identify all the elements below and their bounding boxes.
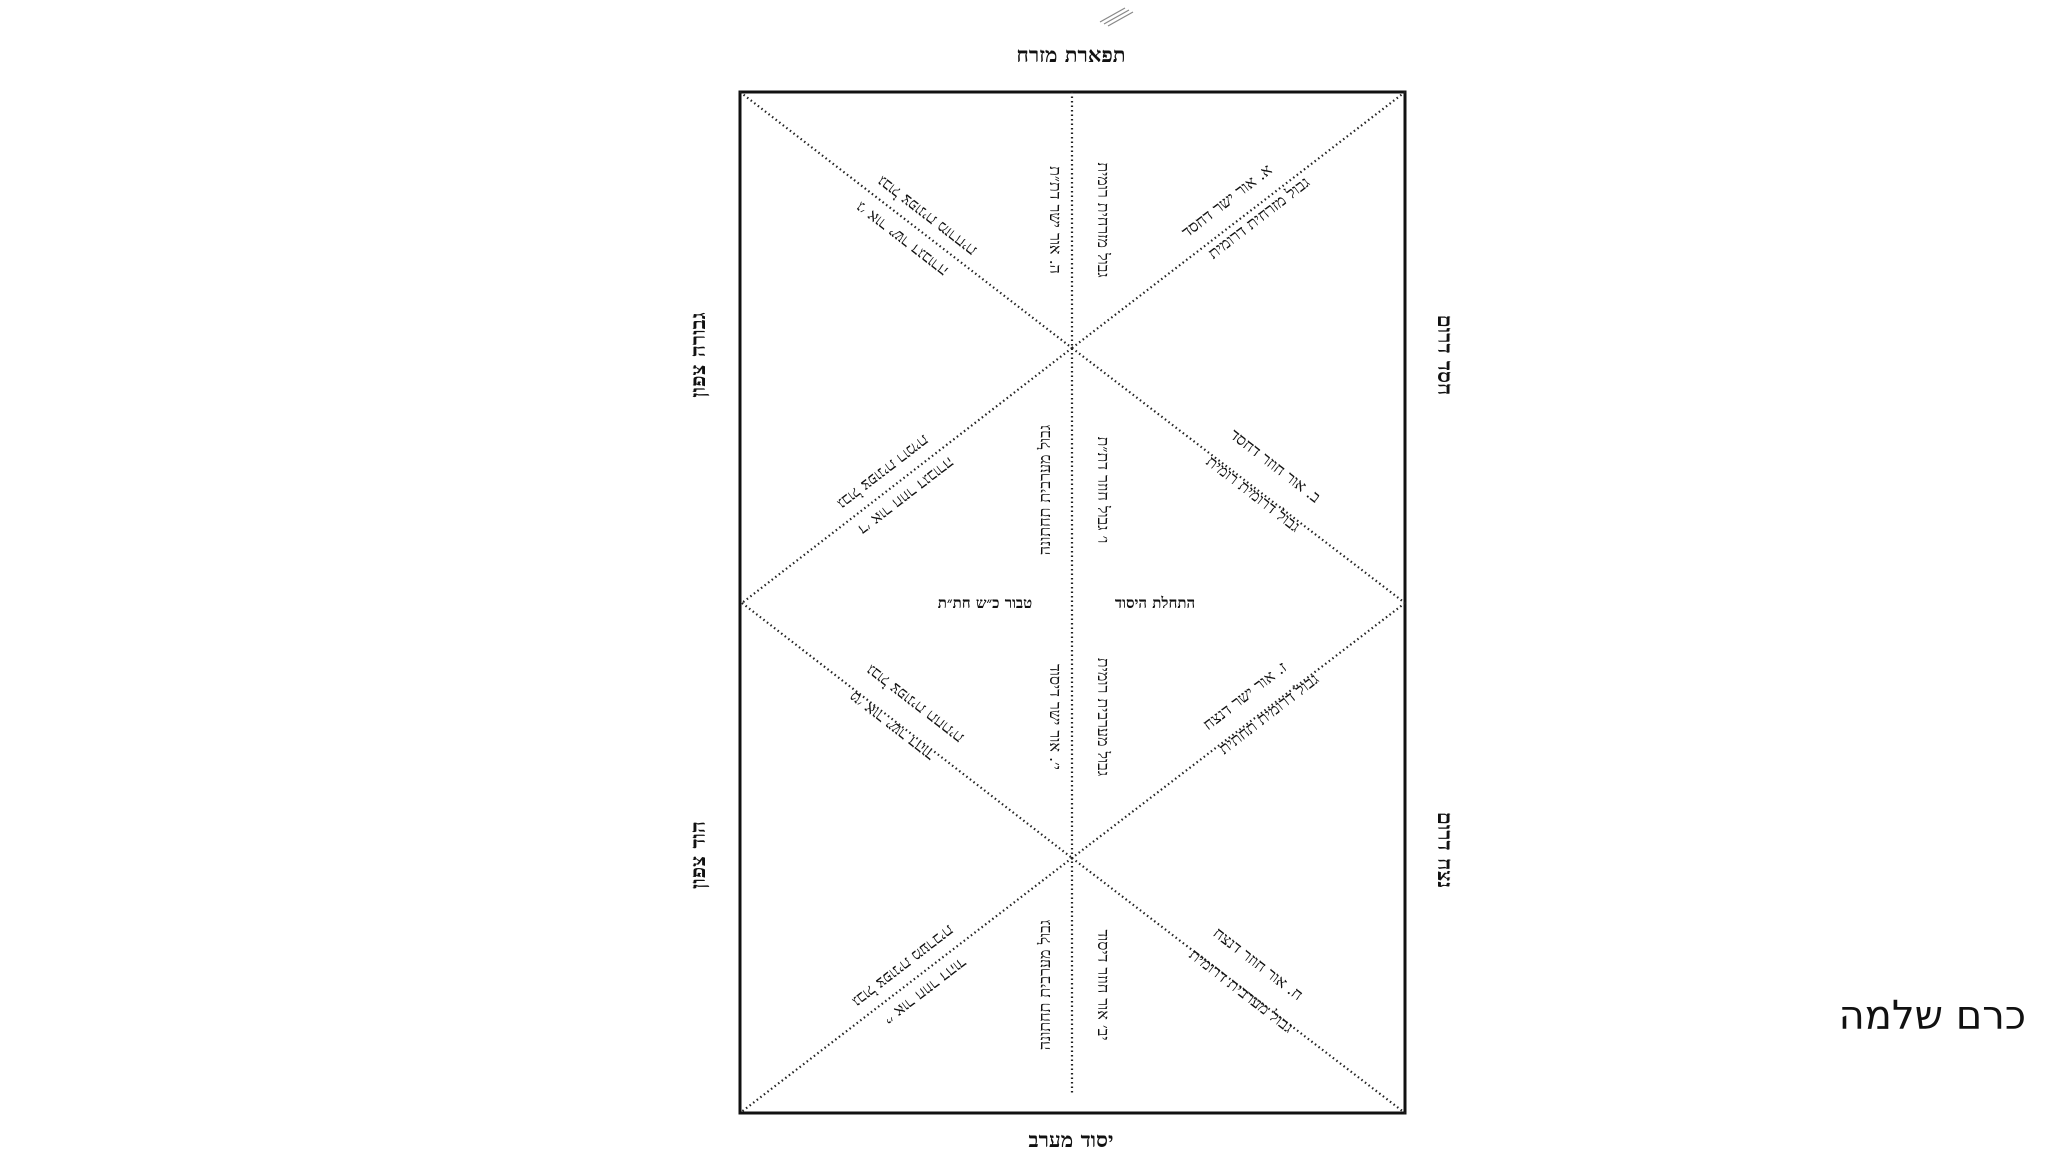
label-north-lower: הוד צפון (685, 821, 710, 889)
lower-center-left: י׳. אור ישר דיסוד (1046, 664, 1065, 770)
lower-center-right: גבול מערבית רומית (1094, 658, 1113, 776)
diagonal-lower-nw (741, 602, 1073, 859)
label-north-upper: גבורה צפון (685, 312, 710, 397)
top-center-left: ה. אור ישר דת״ת (1046, 166, 1065, 274)
upper-center-right: ו׳ גבול חוזר דת״ת (1094, 437, 1113, 544)
bottom-center-left: גבול מערבית תחתונה (1035, 920, 1054, 1050)
label-west: יסוד מערב (1028, 1127, 1113, 1152)
top-left-diag-b: ג׳ אור ישר דגבורה (852, 198, 952, 281)
upper-left-diag-a: גבול צפונית רומית (834, 431, 933, 513)
top-center-right: גבול מזרחית רומית (1094, 162, 1113, 277)
diagonal-top-nw (739, 91, 1073, 349)
bottom-center-right: יב׳ אור חוזר דיסוד (1094, 929, 1113, 1040)
upper-center-left: גבול מערבית תחתונה (1035, 425, 1054, 555)
center-label-right: התחלת היסוד (1115, 594, 1195, 612)
brand-watermark: כרם שלמה (1838, 993, 2026, 1039)
label-east: תפארת מזרח (1016, 42, 1125, 67)
diagonal-bottom-sw (739, 857, 1073, 1114)
center-label-left: טבור כ״ש חת״ת (938, 594, 1032, 612)
stamp-mark (1099, 7, 1134, 27)
diagonal-upper-sw (741, 347, 1073, 604)
label-south-lower: נצח דרום (1433, 812, 1458, 888)
label-south-upper: חסד דרום (1433, 315, 1458, 396)
